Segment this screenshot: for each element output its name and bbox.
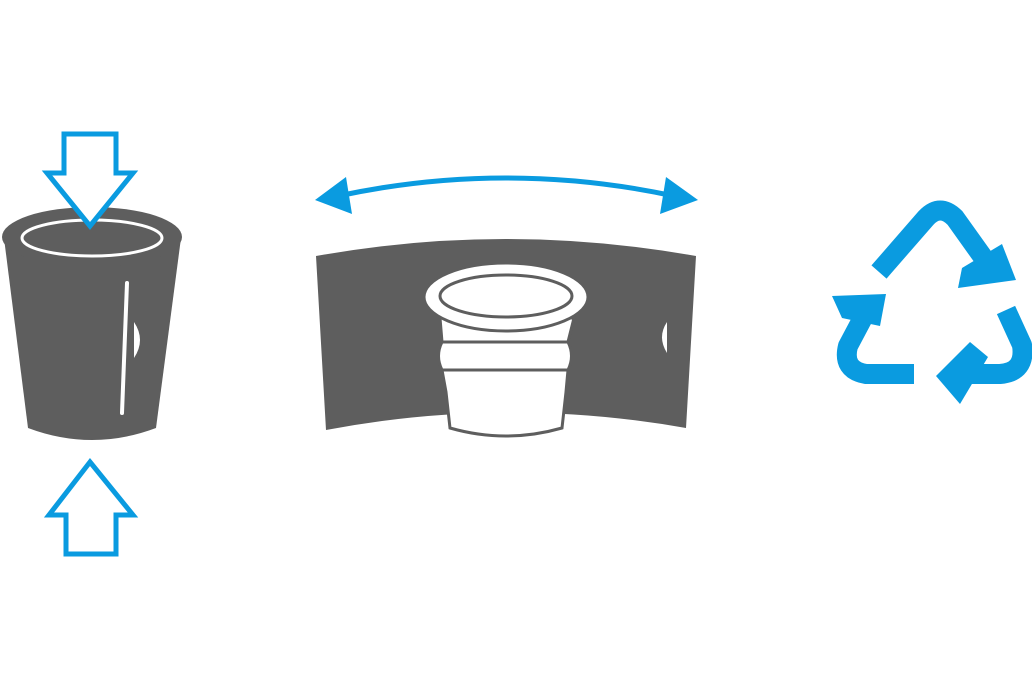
recycle-arrow-top-head [958,244,1016,288]
arrow-down-icon [41,131,139,230]
flatten-into-sheet-icon [315,175,698,438]
pressed-cup-rim [422,261,590,333]
arrow-up-icon [43,457,139,557]
pressed-cup-outline [437,316,576,438]
recycle-icon [832,200,1032,404]
arrow-right-head [660,177,698,214]
recycle-arrow-left-head [832,294,886,326]
cup-side-highlight [120,281,129,415]
arrow-left-head [315,177,352,214]
cup-side-notch [134,322,140,358]
recycle-arrow-left [836,307,914,384]
pressed-cup [422,261,590,438]
cup-body [4,238,181,440]
recycle-arrow-right [966,305,1032,384]
recycle-arrow-right-head [936,342,988,404]
compress-cup-icon [2,131,182,557]
recycle-arrow-top [871,200,994,279]
sheet-notch [662,322,667,353]
arrow-left-right-icon-curve [337,175,675,199]
pressed-cup-rim-inner [438,273,574,319]
